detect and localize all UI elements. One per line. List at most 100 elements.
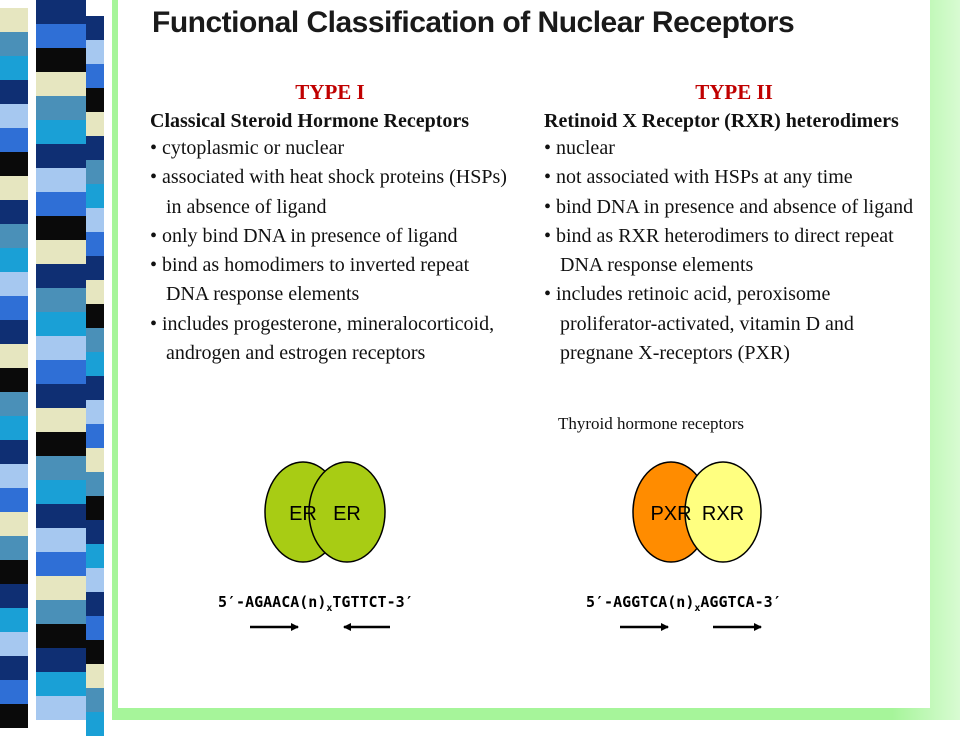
type-i-bullet: • bind as homodimers to inverted repeat … <box>150 254 470 306</box>
decorative-stripe <box>86 688 104 712</box>
decorative-stripe <box>36 0 86 24</box>
decorative-stripe <box>86 64 104 88</box>
decorative-stripe <box>86 352 104 376</box>
decorative-stripe <box>36 408 86 432</box>
er-label-left: ER <box>289 503 317 525</box>
decorative-stripe <box>0 272 28 296</box>
decorative-stripe <box>0 512 28 536</box>
type-ii-bullet: • bind as RXR heterodimers to direct rep… <box>544 224 894 277</box>
decorative-stripe <box>36 216 86 240</box>
type-ii-bullet: • not associated with HSPs at any time <box>544 166 853 189</box>
decorative-stripe <box>86 496 104 520</box>
decorative-stripe <box>36 552 86 576</box>
decorative-stripe <box>86 592 104 616</box>
decorative-stripe <box>0 392 28 416</box>
decorative-stripe <box>86 256 104 280</box>
decorative-stripe <box>86 472 104 496</box>
decorative-stripe <box>0 176 28 200</box>
pxr-label: PXR <box>650 503 691 525</box>
decorative-stripe <box>0 560 28 584</box>
type-i-bullet: • cytoplasmic or nuclear <box>150 137 345 159</box>
decorative-stripe <box>86 232 104 256</box>
decorative-stripe <box>0 296 28 320</box>
decorative-stripe <box>0 368 28 392</box>
decorative-stripe <box>86 40 104 64</box>
decorative-stripe <box>0 440 28 464</box>
type-i-bullet: • associated with heat shock proteins (H… <box>150 166 507 218</box>
decorative-stripe <box>0 536 28 560</box>
type-i-heading: TYPE I <box>295 80 365 104</box>
type-i-sequence: 5′-AGAACA(n)xTGTTCT-3′ <box>218 593 414 614</box>
type-ii-bullet: • nuclear <box>544 137 615 159</box>
decorative-stripe <box>36 336 86 360</box>
decorative-stripe <box>0 344 28 368</box>
decorative-stripe <box>0 416 28 440</box>
decorative-stripe <box>0 224 28 248</box>
decorative-stripe <box>86 520 104 544</box>
rxr-label: RXR <box>702 503 744 525</box>
decorative-stripe <box>86 640 104 664</box>
decorative-stripe <box>86 616 104 640</box>
decorative-stripe <box>86 136 104 160</box>
type-ii-bullet: • includes retinoic acid, peroxisome pro… <box>544 283 854 365</box>
decorative-stripe <box>0 80 28 104</box>
decorative-stripe <box>0 200 28 224</box>
decorative-stripe <box>36 480 86 504</box>
decorative-stripe <box>36 48 86 72</box>
decorative-stripe <box>36 600 86 624</box>
decorative-stripe <box>86 544 104 568</box>
type-ii-bullet: • bind DNA in presence and absence of li… <box>544 195 914 218</box>
decorative-stripe <box>86 400 104 424</box>
type-ii-bullet-list: • nuclear • not associated with HSPs at … <box>544 134 924 368</box>
decorative-stripe <box>86 160 104 184</box>
thyroid-caption: Thyroid hormone receptors <box>558 414 744 433</box>
decorative-stripe <box>36 24 86 48</box>
dimer-diagram: ER ER 5′-AGAACA(n)xTGTTCT-3′ PXR RXR 5′-… <box>218 461 782 631</box>
type-i-subheading: Classical Steroid Hormone Receptors <box>150 110 470 132</box>
decorative-stripe-bar <box>0 0 108 736</box>
decorative-stripe <box>0 656 28 680</box>
decorative-stripe <box>86 208 104 232</box>
type-i-bullet: • only bind DNA in presence of ligand <box>150 224 458 247</box>
decorative-stripe <box>36 696 86 720</box>
slide: Functional Classification of Nuclear Rec… <box>118 0 930 708</box>
decorative-stripe <box>0 488 28 512</box>
decorative-stripe <box>0 464 28 488</box>
decorative-stripe <box>36 528 86 552</box>
decorative-stripe <box>36 168 86 192</box>
decorative-stripe <box>36 456 86 480</box>
decorative-stripe <box>86 424 104 448</box>
decorative-stripe <box>36 576 86 600</box>
decorative-stripe <box>0 56 28 80</box>
decorative-stripe <box>0 32 28 56</box>
decorative-stripe <box>36 288 86 312</box>
type-ii-column: TYPE II Retinoid X Receptor (RXR) hetero… <box>544 80 924 368</box>
decorative-stripe <box>36 504 86 528</box>
decorative-stripe <box>86 112 104 136</box>
decorative-stripe <box>0 680 28 704</box>
decorative-stripe <box>0 8 28 32</box>
decorative-stripe <box>86 712 104 736</box>
decorative-stripe <box>86 376 104 400</box>
type-ii-heading: TYPE II <box>695 80 773 104</box>
decorative-stripe <box>0 104 28 128</box>
decorative-stripe <box>36 648 86 672</box>
decorative-stripe <box>86 568 104 592</box>
decorative-stripe <box>86 184 104 208</box>
decorative-stripe <box>36 624 86 648</box>
decorative-stripe <box>36 312 86 336</box>
decorative-stripe <box>36 384 86 408</box>
decorative-stripe <box>36 672 86 696</box>
decorative-stripe <box>86 16 104 40</box>
er-receptor-right <box>308 461 386 563</box>
decorative-stripe <box>36 72 86 96</box>
decorative-stripe <box>86 304 104 328</box>
decorative-stripe <box>36 96 86 120</box>
decorative-stripe <box>0 608 28 632</box>
rxr-receptor <box>684 461 762 563</box>
decorative-stripe <box>86 280 104 304</box>
decorative-stripe <box>0 632 28 656</box>
decorative-stripe <box>36 264 86 288</box>
pxr-rxr-heterodimer: PXR RXR <box>632 461 762 563</box>
type-i-bullet-list: • cytoplasmic or nuclear • associated wi… <box>150 134 510 368</box>
